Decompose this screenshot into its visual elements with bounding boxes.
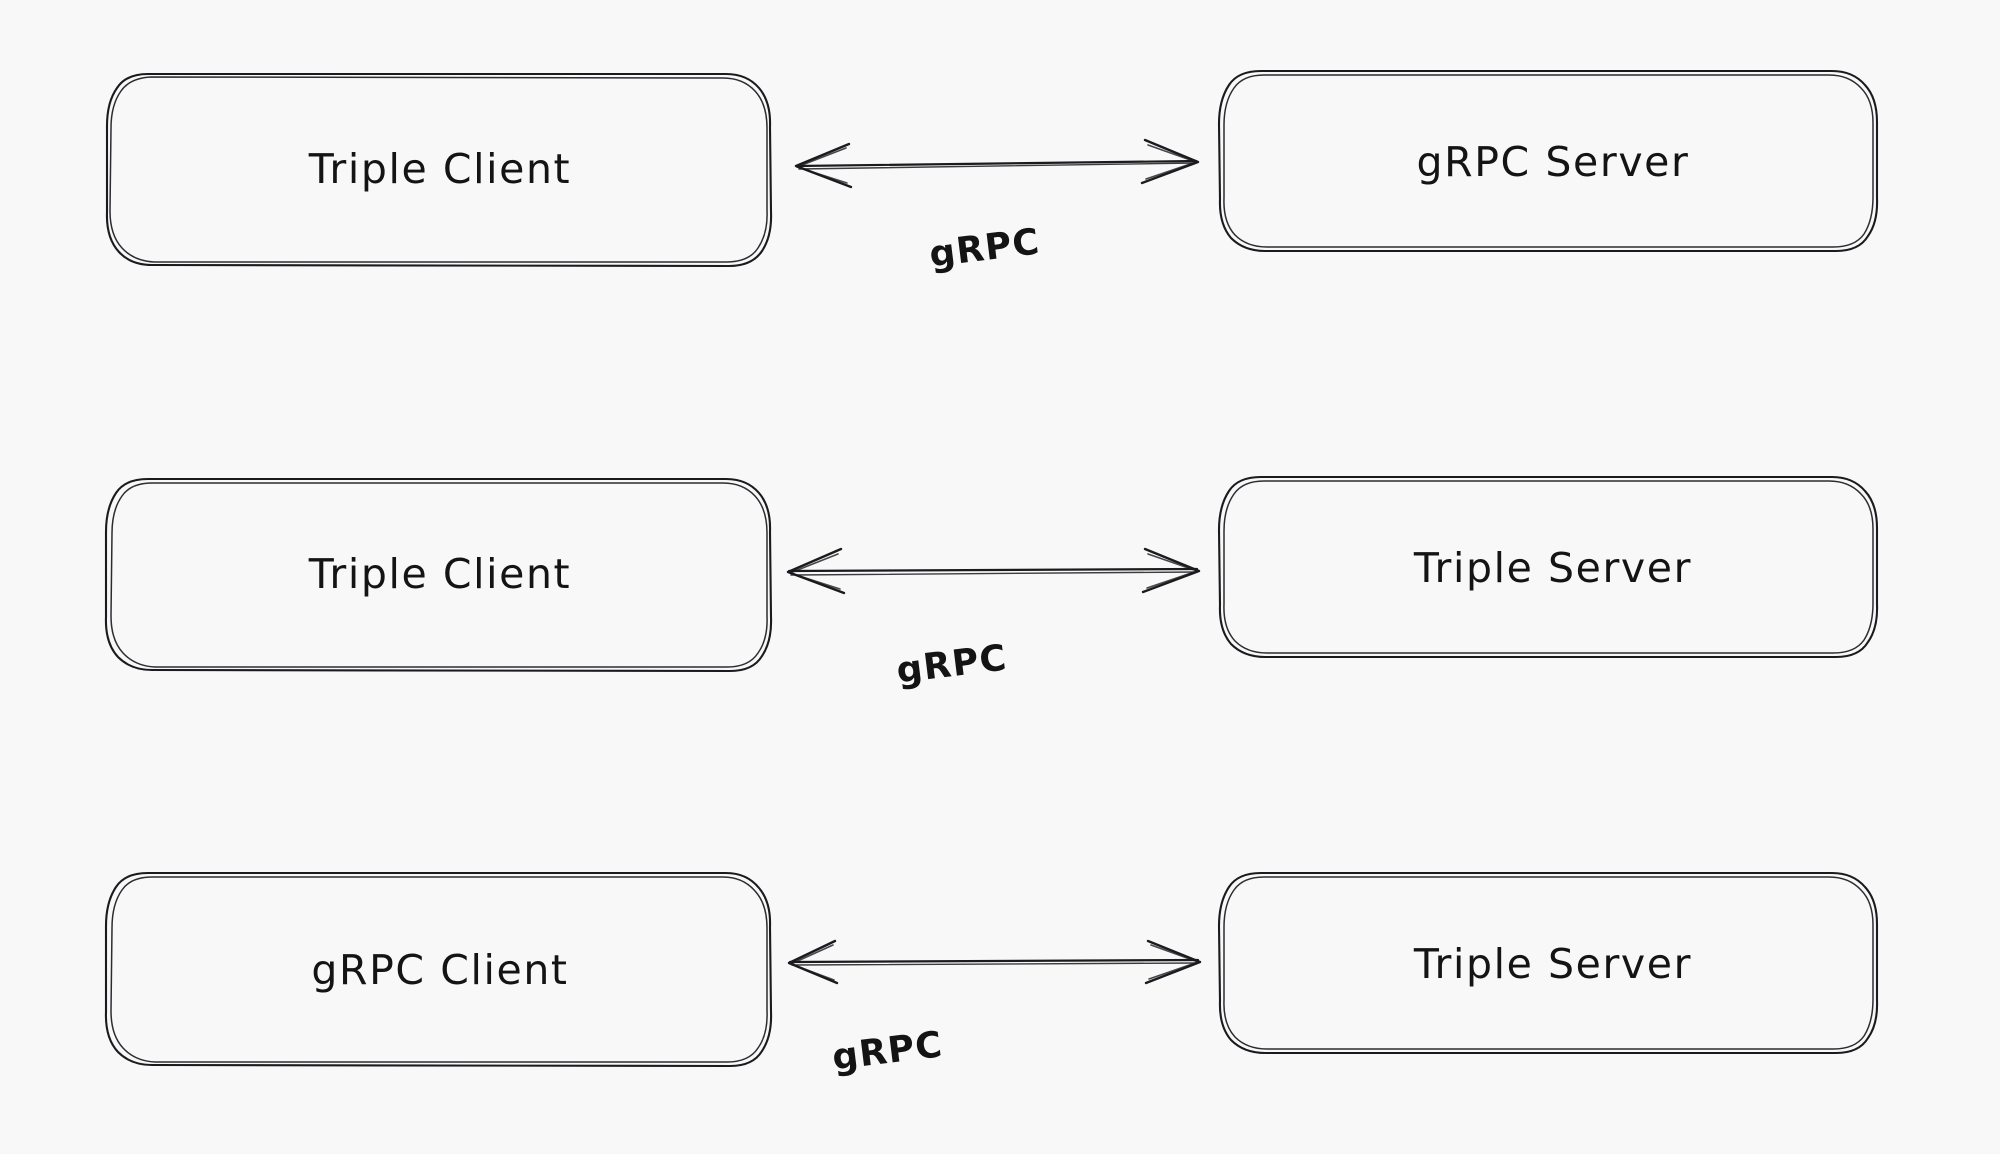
node-row2-right[interactable]: Triple Server bbox=[1217, 475, 1879, 659]
edge-arrowhead-left-secondary bbox=[790, 944, 835, 981]
node-box-outline bbox=[1217, 69, 1879, 253]
node-label: gRPC Server bbox=[1417, 138, 1690, 186]
edge-line-secondary bbox=[791, 962, 1198, 966]
edge-label: gRPC bbox=[830, 1024, 945, 1078]
diagram-row-3: gRPC Client gRPC Triple Server bbox=[104, 871, 1879, 1079]
node-row3-right[interactable]: Triple Server bbox=[1217, 871, 1879, 1055]
node-row1-right[interactable]: gRPC Server bbox=[1217, 69, 1879, 253]
node-label: Triple Client bbox=[308, 145, 571, 193]
diagram-row-1: Triple Client gRPC gRPC Server bbox=[105, 69, 1879, 276]
edge-arrowhead-right-secondary bbox=[1148, 944, 1199, 980]
edge-arrowhead-right-secondary bbox=[1145, 144, 1197, 180]
edge-label: gRPC bbox=[894, 637, 1009, 691]
node-box-outline bbox=[1217, 475, 1879, 659]
edge-line-secondary bbox=[798, 162, 1196, 170]
node-box-outline-secondary bbox=[1223, 74, 1874, 248]
node-box-outline bbox=[1217, 871, 1879, 1055]
edge-line bbox=[795, 159, 1198, 168]
node-box-outline bbox=[105, 72, 773, 268]
node-box-outline bbox=[104, 477, 773, 673]
edge-row1[interactable]: gRPC bbox=[794, 138, 1200, 276]
edge-arrowhead-right bbox=[1141, 547, 1201, 594]
edge-label: gRPC bbox=[927, 221, 1042, 275]
edge-arrowhead-right bbox=[1144, 939, 1202, 985]
node-box-outline-secondary bbox=[1223, 480, 1874, 654]
node-box-outline-secondary bbox=[1223, 876, 1874, 1050]
node-label: Triple Server bbox=[1413, 940, 1692, 988]
node-label: gRPC Client bbox=[311, 946, 568, 994]
edge-arrowhead-right-secondary bbox=[1146, 553, 1198, 589]
node-box-outline bbox=[104, 871, 773, 1068]
edge-line bbox=[788, 958, 1200, 964]
diagram-row-2: Triple Client gRPC Triple Server bbox=[104, 475, 1879, 692]
edge-arrowhead-left-secondary bbox=[796, 147, 848, 184]
edge-row3[interactable]: gRPC bbox=[787, 939, 1202, 1079]
node-label: Triple Server bbox=[1413, 544, 1692, 592]
node-box-outline-secondary bbox=[110, 482, 768, 668]
edge-arrowhead-left bbox=[787, 939, 839, 985]
edge-line bbox=[787, 567, 1199, 573]
edge-row2[interactable]: gRPC bbox=[786, 547, 1201, 692]
node-label: Triple Client bbox=[308, 550, 571, 598]
node-row1-left[interactable]: Triple Client bbox=[105, 72, 773, 268]
node-row3-left[interactable]: gRPC Client bbox=[104, 871, 773, 1068]
edge-line-secondary bbox=[790, 571, 1197, 576]
edge-arrowhead-left bbox=[786, 547, 846, 595]
edge-arrowhead-left-secondary bbox=[789, 553, 841, 590]
node-row2-left[interactable]: Triple Client bbox=[104, 477, 773, 673]
edge-arrowhead-left bbox=[794, 142, 853, 189]
node-box-outline-secondary bbox=[109, 76, 768, 263]
node-box-outline-secondary bbox=[110, 876, 768, 1063]
edge-arrowhead-right bbox=[1140, 138, 1200, 185]
